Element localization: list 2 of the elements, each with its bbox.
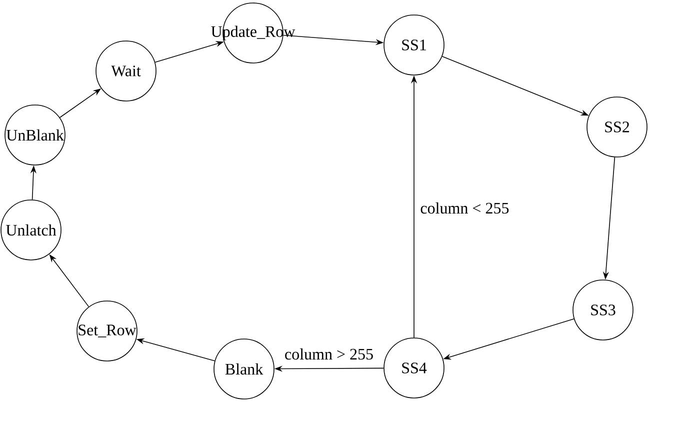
edge-label: column < 255: [419, 201, 510, 215]
edge-label: column > 255: [284, 347, 375, 361]
